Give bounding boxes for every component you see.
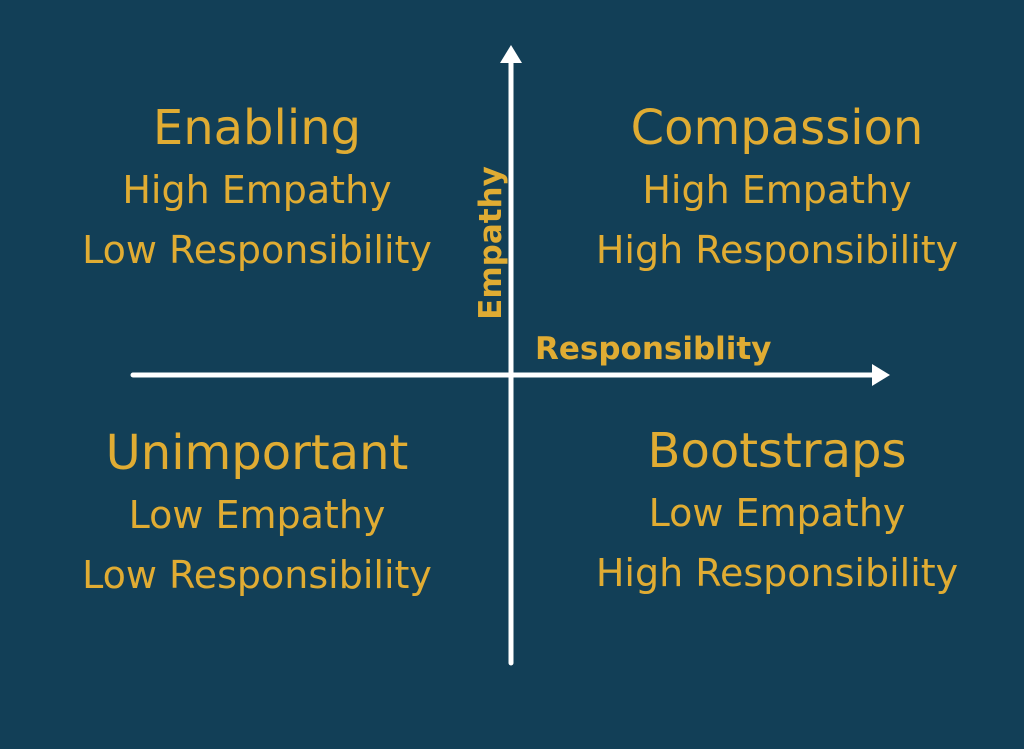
quadrant-empathy-level: High Empathy xyxy=(642,168,912,212)
quadrant-compassion: Compassion High Empathy High Responsibil… xyxy=(572,96,982,280)
quadrant-responsibility-level: Low Responsibility xyxy=(82,228,432,272)
quadrant-title: Unimportant xyxy=(105,425,409,481)
quadrant-empathy-level: High Empathy xyxy=(122,168,392,212)
quadrant-responsibility-level: High Responsibility xyxy=(595,228,959,272)
y-axis-label: Empathy xyxy=(473,166,509,320)
quadrant-empathy-level: Low Empathy xyxy=(128,493,386,537)
quadrant-enabling: Enabling High Empathy Low Responsibility xyxy=(57,96,457,280)
quadrant-title: Bootstraps xyxy=(647,423,907,479)
quadrant-unimportant: Unimportant Low Empathy Low Responsibili… xyxy=(57,421,457,605)
quadrant-bootstraps: Bootstraps Low Empathy High Responsibili… xyxy=(572,419,982,603)
quadrant-empathy-level: Low Empathy xyxy=(648,491,906,535)
x-axis-arrowhead xyxy=(872,364,890,386)
x-axis-label: Responsiblity xyxy=(535,331,772,367)
y-axis-arrowhead xyxy=(500,45,522,63)
quadrant-responsibility-level: High Responsibility xyxy=(595,551,959,595)
quadrant-title: Enabling xyxy=(152,100,362,156)
quadrant-responsibility-level: Low Responsibility xyxy=(82,553,432,597)
quadrant-title: Compassion xyxy=(630,100,924,156)
